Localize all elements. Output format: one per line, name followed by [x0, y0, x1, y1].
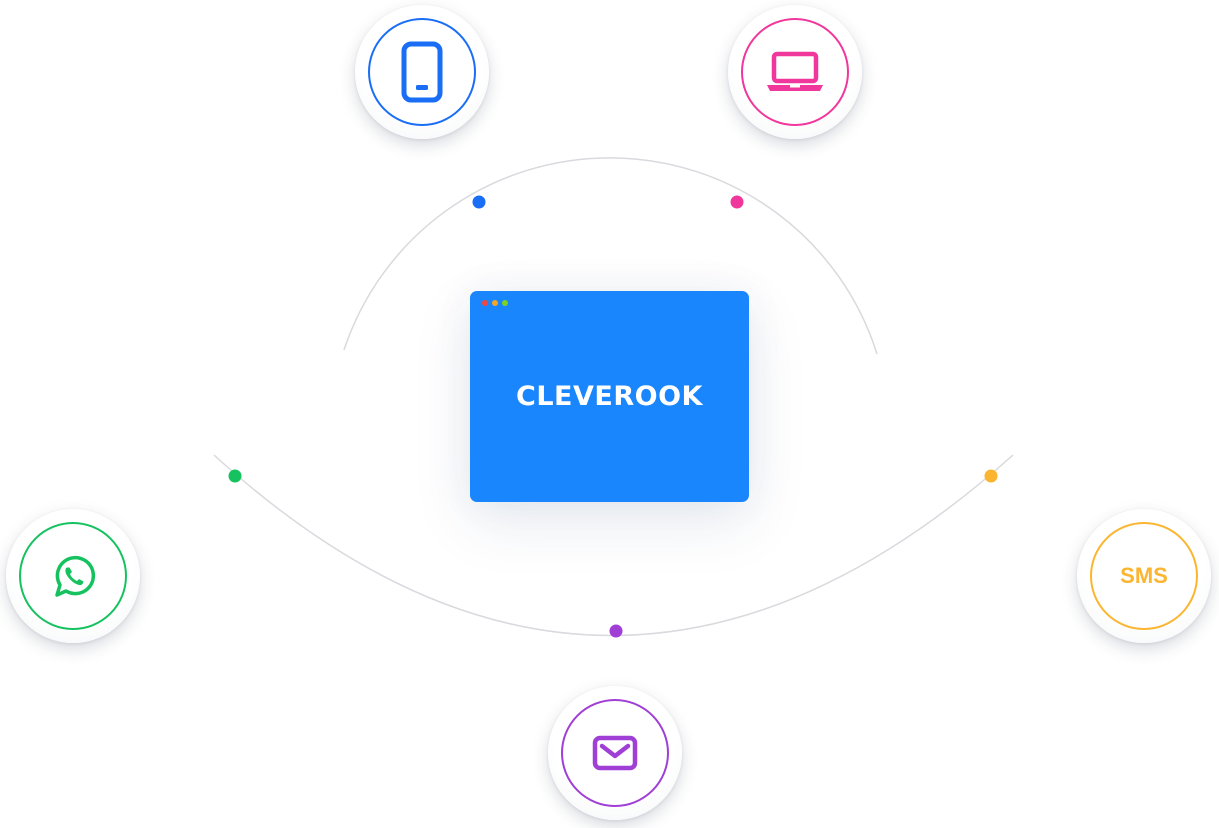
channel-ring-whatsapp — [19, 522, 127, 630]
window-minimize-dot — [492, 300, 498, 306]
whatsapp-icon — [55, 555, 96, 597]
channel-node-phone[interactable] — [355, 5, 489, 139]
connector-dot-email — [609, 624, 623, 638]
channel-ring-phone — [368, 18, 476, 126]
connector-dot-sms — [984, 469, 998, 483]
channel-ring-email — [561, 699, 669, 807]
channel-node-sms[interactable]: SMS — [1077, 509, 1211, 643]
channel-node-laptop[interactable] — [728, 5, 862, 139]
app-title: CLEVEROOK — [516, 381, 703, 412]
channel-ring-laptop — [741, 18, 849, 126]
window-maximize-dot — [502, 300, 508, 306]
channel-node-email[interactable] — [548, 686, 682, 820]
window-close-dot — [482, 300, 488, 306]
sms-icon: SMS — [1120, 563, 1168, 588]
connector-dot-phone — [472, 195, 486, 209]
app-window: CLEVEROOK — [470, 291, 749, 502]
connector-dot-whatsapp — [228, 469, 242, 483]
connector-dot-laptop — [730, 195, 744, 209]
smartphone-icon — [401, 41, 443, 103]
envelope-icon — [592, 735, 638, 771]
channel-node-whatsapp[interactable] — [6, 509, 140, 643]
window-controls — [482, 300, 508, 306]
channel-ring-sms: SMS — [1090, 522, 1198, 630]
laptop-icon — [767, 51, 823, 91]
upper-arc — [343, 157, 878, 355]
